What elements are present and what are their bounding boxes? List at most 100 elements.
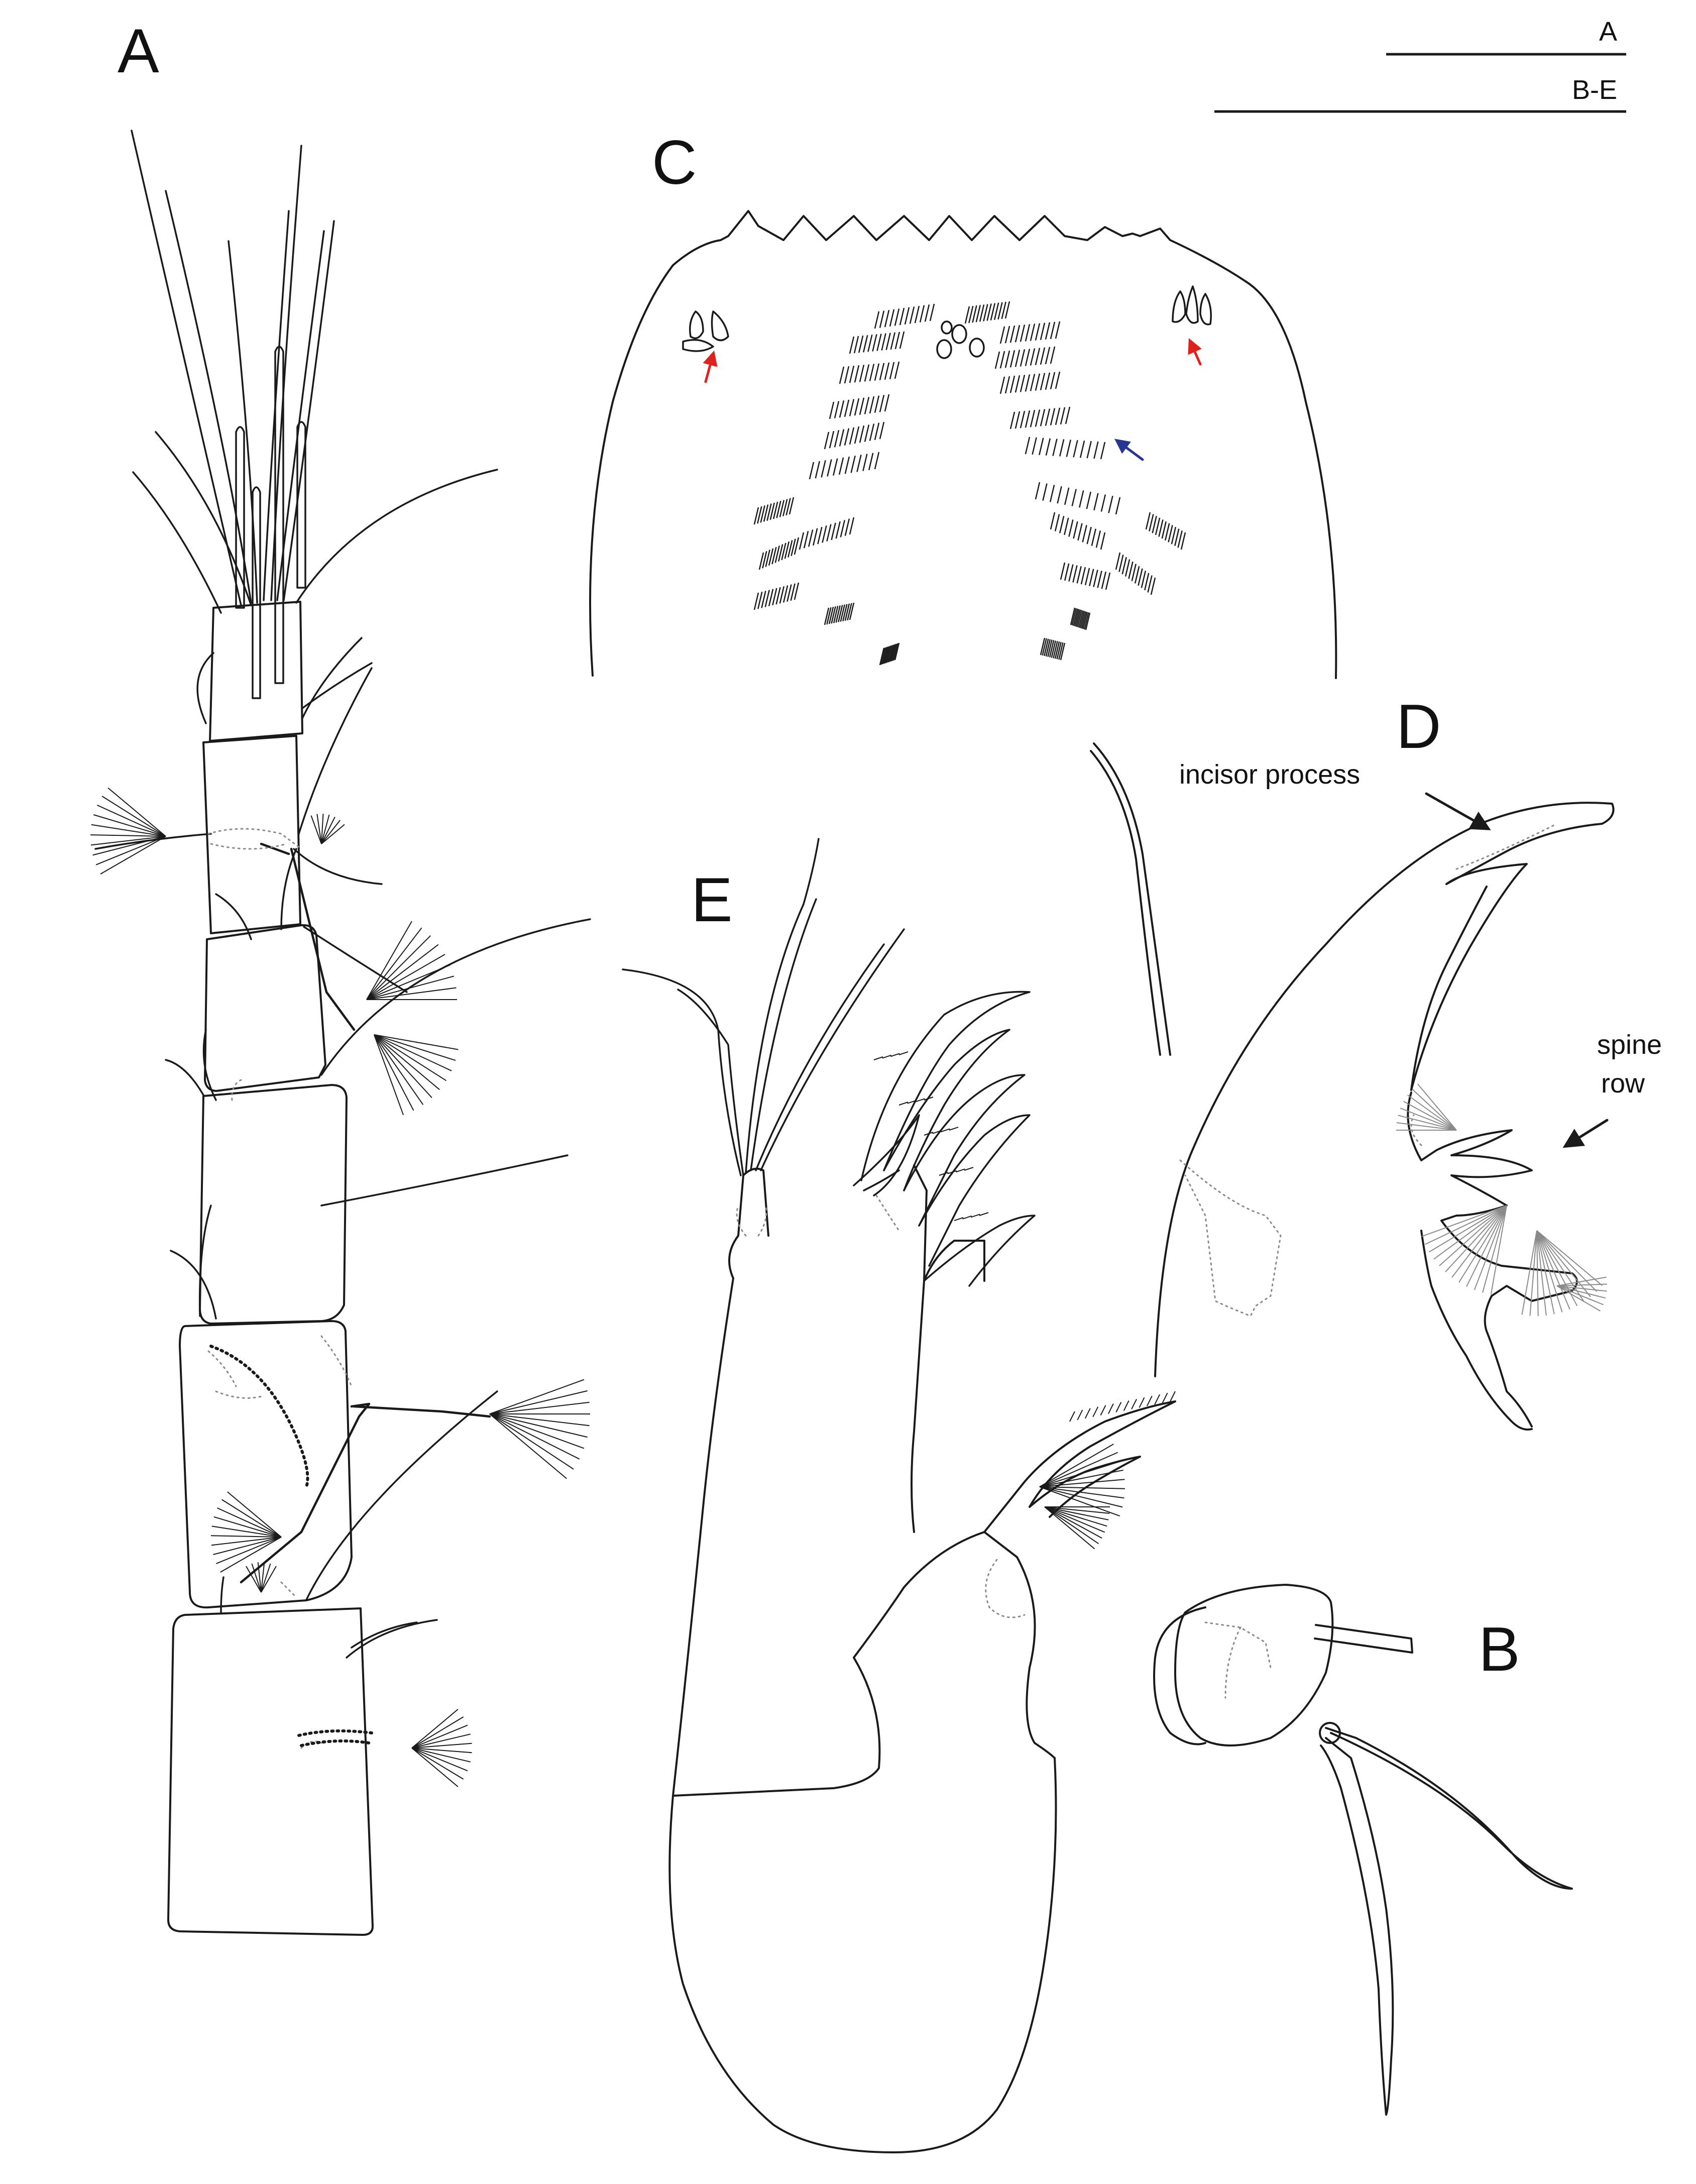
labrum-hair	[881, 333, 886, 351]
labrum-hair	[1030, 410, 1036, 427]
labrum-hair	[1045, 347, 1051, 365]
labrum-hair	[824, 607, 830, 625]
antenna-setule	[411, 1742, 472, 1749]
antenna-setule	[210, 1535, 282, 1538]
labrum-hair	[1171, 526, 1177, 544]
palp-distal-segment	[1174, 1584, 1334, 1746]
labrum-hair	[1131, 564, 1137, 581]
labrum-hair	[822, 525, 827, 543]
maxilliped-setule	[1162, 1392, 1168, 1403]
labrum-hair	[1115, 552, 1121, 570]
antenna-setule	[411, 1748, 472, 1754]
mandible-palp-stalk-inner	[1090, 750, 1161, 1056]
labrum-hair	[1059, 516, 1065, 533]
labrum-hair	[809, 462, 815, 480]
labrum-hair	[1035, 348, 1041, 365]
maxilliped-setule	[907, 1100, 917, 1104]
labrum-hair	[899, 307, 905, 325]
mandible-setule	[1482, 1205, 1507, 1293]
labrum-hair	[887, 645, 893, 663]
mandible-setule	[1536, 1230, 1591, 1297]
labrum-hair	[1164, 523, 1170, 541]
maxilliped-setule	[1044, 1506, 1107, 1527]
labrum-hair	[1030, 374, 1036, 391]
labrum-hair	[1168, 525, 1173, 542]
antenna-setule	[213, 1537, 282, 1555]
antenna-setule	[374, 1034, 414, 1111]
labrum-hair	[834, 430, 840, 448]
labrum-hair	[1078, 610, 1084, 628]
maxilliped-setule	[979, 1212, 989, 1216]
mandible-setule	[1536, 1230, 1547, 1316]
antenna-setule	[95, 836, 166, 865]
antenna-setule	[257, 1562, 262, 1593]
labrum-hair	[753, 592, 759, 610]
maxilliped-setule	[932, 1130, 942, 1134]
labrum-hair	[1040, 347, 1046, 365]
labrum-hair	[999, 376, 1005, 394]
labrum-hair	[1084, 568, 1090, 586]
labrum-hair	[1014, 350, 1021, 367]
maxilliped-setule	[898, 1051, 909, 1055]
mandible-setule	[1556, 1285, 1606, 1299]
labrum-hair	[839, 366, 845, 384]
labrum-hair	[844, 428, 850, 446]
labrum-hair	[1081, 611, 1087, 629]
maxilliped-setule	[954, 1217, 964, 1221]
mandible-setule	[1536, 1230, 1598, 1292]
panel-d-mandible	[1090, 742, 1615, 1431]
labrum-hair	[758, 552, 764, 570]
labrum-hair	[794, 582, 800, 600]
labrum-hair	[1073, 608, 1078, 626]
labrum-hair	[817, 526, 823, 544]
labrum-hair	[1071, 608, 1077, 626]
labrum-hair	[1079, 611, 1085, 628]
labrum-hair	[829, 401, 835, 419]
labrum-hair	[1071, 489, 1077, 506]
labrum-hair	[781, 542, 786, 561]
labrum-hair	[833, 458, 838, 476]
labrum-hair	[999, 326, 1005, 344]
panel-e-maxilliped	[622, 838, 1176, 2153]
labrum-hair	[831, 606, 836, 624]
labrum-hair	[844, 603, 850, 621]
antenna-setule	[411, 1748, 471, 1763]
labrum-hair-rows	[753, 301, 1186, 666]
labrum-hair	[1039, 438, 1044, 456]
labrum-hair	[1105, 572, 1111, 590]
labrum-hair	[1051, 640, 1057, 658]
antenna-setule	[100, 836, 166, 875]
labrum-hair	[1025, 374, 1031, 392]
maxilliped-setule	[1039, 1486, 1125, 1489]
maxilliped-basis	[668, 1277, 1057, 2153]
mandible-setule	[1425, 1205, 1507, 1245]
maxilliped-setule	[1039, 1486, 1124, 1499]
labrum-hair	[1014, 375, 1021, 393]
labrum-hair	[1060, 642, 1066, 661]
labrum-hair	[1009, 411, 1015, 429]
antenna-setule	[96, 804, 166, 837]
antenna-setule	[90, 836, 166, 846]
labrum-hair	[1072, 565, 1078, 583]
maxilliped-setules	[873, 1051, 1176, 1550]
labrum-hair	[1077, 610, 1082, 627]
labrum-hair	[1035, 409, 1041, 427]
mandible-setule	[1403, 1101, 1457, 1131]
labrum-hair	[826, 607, 832, 625]
labrum-hair	[1064, 487, 1070, 505]
labrum-hair	[1068, 519, 1074, 537]
labrum-hair	[835, 521, 841, 539]
labrum-hair	[983, 304, 988, 321]
labrum-hair	[790, 538, 796, 556]
mandible-body	[1154, 802, 1615, 1377]
antenna-setule	[217, 1507, 282, 1538]
labrum-hair	[1014, 411, 1021, 429]
labrum-hair	[768, 548, 774, 566]
maxilliped-setule	[1044, 1506, 1110, 1514]
labrum-hair	[1045, 639, 1051, 657]
panel-label-a: A	[118, 17, 159, 86]
scale-bar-label-b-e: B-E	[1571, 75, 1617, 105]
labrum-hair	[1174, 528, 1180, 546]
labrum-hair	[1054, 514, 1060, 531]
mandible-setule	[1417, 1083, 1457, 1131]
